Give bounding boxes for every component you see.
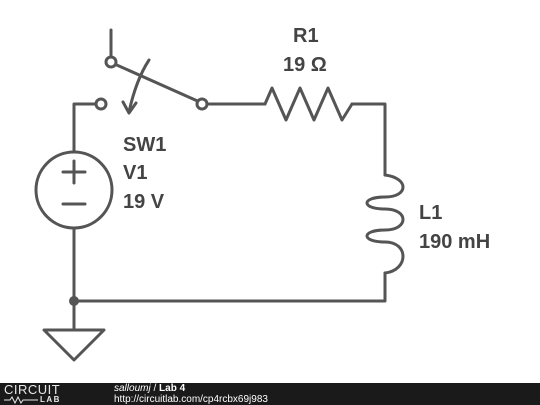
logo-wave-icon xyxy=(4,396,38,404)
switch-motion-arrow xyxy=(127,58,151,114)
switch-arrow-head xyxy=(121,100,138,115)
switch-pivot-terminal xyxy=(104,55,118,69)
footer-bar: CIRCUIT LAB salloumj / Lab 4 http://circ… xyxy=(0,383,540,405)
source-body xyxy=(34,150,114,230)
circuit-url[interactable]: http://circuitlab.com/cp4rcbx69j983 xyxy=(114,394,268,405)
ground-symbol xyxy=(42,328,106,362)
source-value: 19 V xyxy=(123,191,165,213)
circuit-schematic: SW1 V1 19 V R1 19 Ω L1 190 mH xyxy=(34,25,490,362)
junction-node xyxy=(69,296,79,306)
switch-blade xyxy=(108,60,204,105)
circuitlab-logo[interactable]: CIRCUIT LAB xyxy=(4,383,90,405)
switch-sw1 xyxy=(94,28,209,115)
meta-separator: / xyxy=(153,383,157,394)
circuit-title[interactable]: Lab 4 xyxy=(159,383,186,394)
wire-resistor-right xyxy=(350,102,387,177)
logo-text-top: CIRCUIT xyxy=(4,382,61,397)
logo-text-bottom: LAB xyxy=(40,395,61,404)
switch-left-terminal xyxy=(94,97,108,111)
resistor-label: R1 xyxy=(293,25,319,47)
switch-label: SW1 xyxy=(123,134,166,156)
circuit-meta: salloumj / Lab 4 xyxy=(114,384,185,394)
inductor-value: 190 mH xyxy=(419,231,490,253)
inductor-label: L1 xyxy=(419,202,442,224)
wire-left-top xyxy=(72,102,103,154)
resistor-value: 19 Ω xyxy=(283,54,327,76)
source-label: V1 xyxy=(123,162,147,184)
wire-inductor-bottom xyxy=(72,271,387,303)
resistor-r1 xyxy=(263,86,354,122)
voltage-source-v1 xyxy=(34,150,114,230)
author-link[interactable]: salloumj xyxy=(114,383,151,394)
switch-right-terminal xyxy=(195,97,209,111)
inductor-l1 xyxy=(365,173,405,275)
